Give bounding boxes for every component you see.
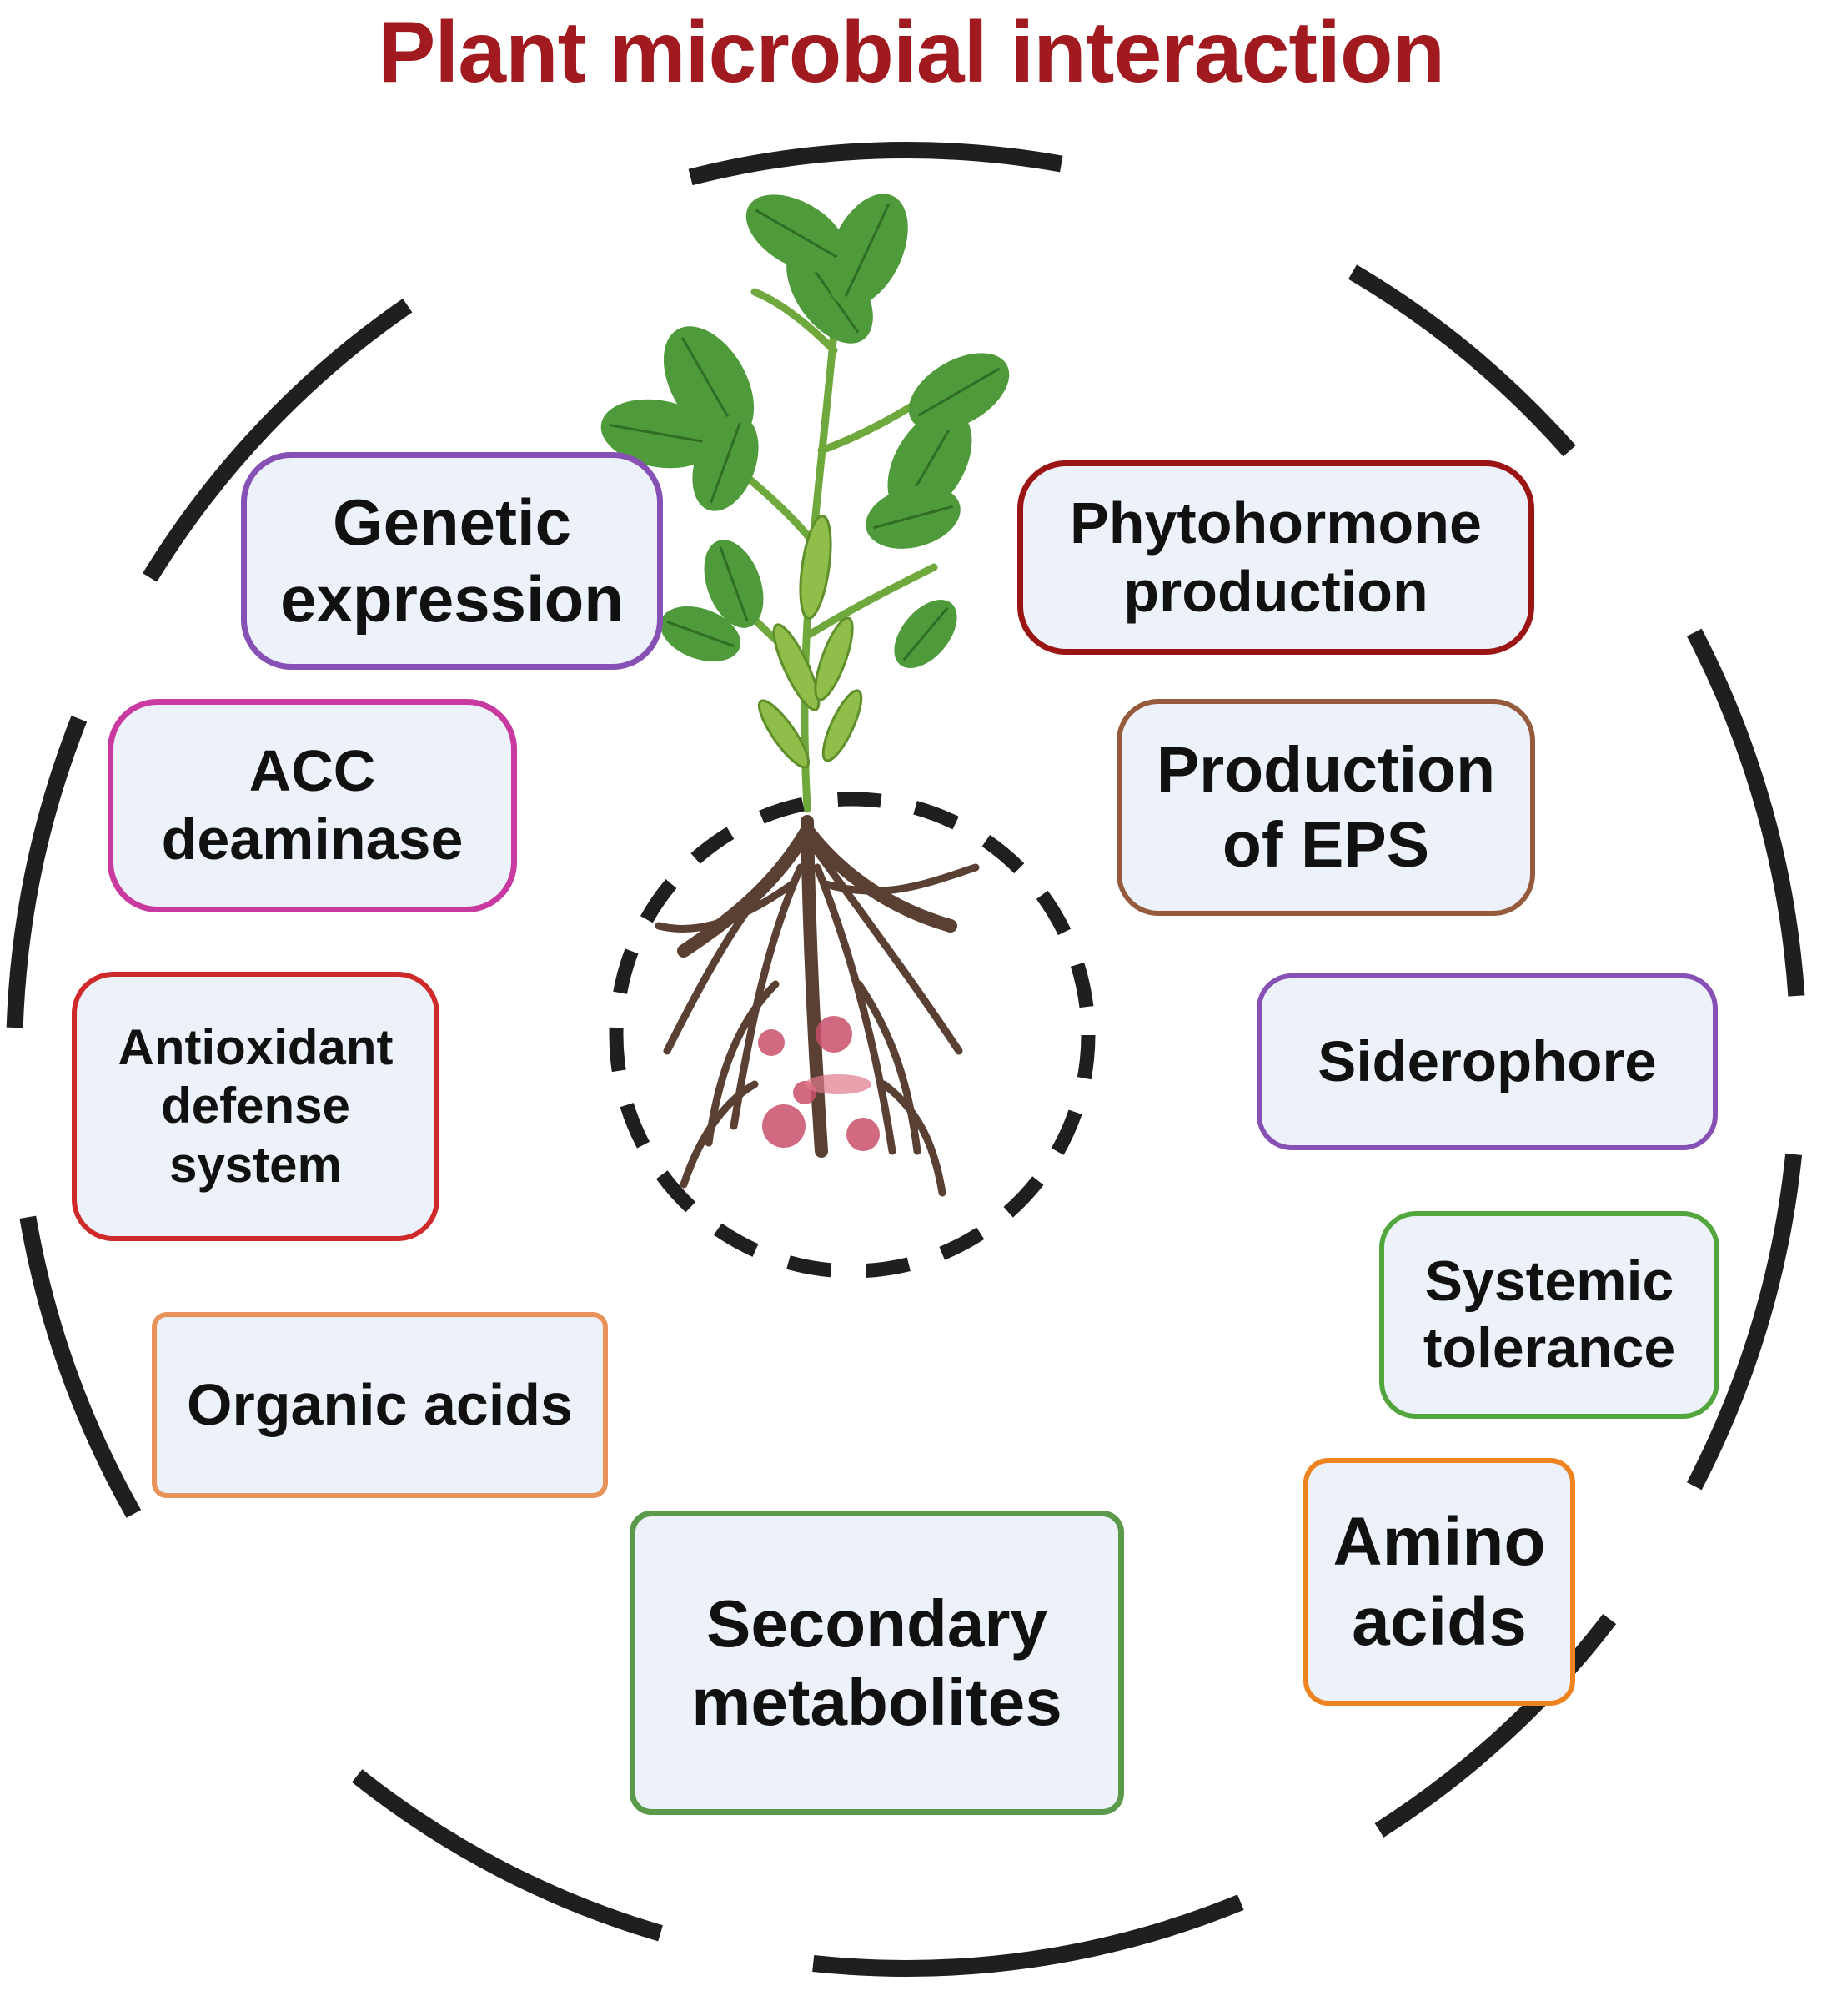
box-production-of-eps: Production of EPS — [1117, 699, 1535, 916]
plant-stem — [806, 563, 938, 638]
leaf-vein — [680, 337, 737, 430]
microbe-nodule — [758, 1029, 785, 1056]
ring-segment — [351, 1769, 663, 1942]
root — [813, 863, 896, 1155]
microbe-rod — [805, 1074, 871, 1094]
microbe-nodule — [816, 1016, 852, 1053]
diagram-title: Plant microbial interaction — [377, 4, 1445, 101]
box-amino-acids: Amino acids — [1303, 1458, 1575, 1706]
root — [655, 880, 796, 933]
root — [821, 863, 980, 895]
box-label: Siderophore — [1318, 1028, 1657, 1093]
microbe-nodule — [762, 1104, 806, 1148]
seed-pod — [757, 699, 811, 769]
ring-segment — [1686, 1153, 1803, 1491]
leaf-vein — [666, 621, 735, 647]
seed-pod — [821, 689, 863, 762]
box-secondary-metabolites: Secondary metabolites — [630, 1511, 1124, 1815]
leaf-vein — [710, 422, 741, 504]
plant-stem — [750, 288, 838, 354]
box-acc-deaminase: ACC deaminase — [108, 699, 517, 912]
leaf-vein — [610, 424, 708, 444]
root — [680, 1080, 759, 1189]
box-label: Secondary metabolites — [691, 1586, 1062, 1739]
box-label: Amino acids — [1333, 1503, 1546, 1660]
ring-segment — [19, 1215, 142, 1518]
ring-segment — [6, 716, 88, 1028]
seed-pod — [814, 616, 854, 701]
box-siderophore: Siderophore — [1257, 973, 1718, 1150]
root — [663, 838, 810, 1055]
root-zone-dashed-circle — [609, 792, 1096, 1279]
root — [801, 823, 957, 933]
root — [806, 838, 963, 1055]
ring-segment — [1374, 1614, 1617, 1838]
box-label: Production of EPS — [1156, 733, 1496, 881]
microbe-nodule — [846, 1118, 880, 1151]
box-label: ACC deaminase — [161, 738, 464, 872]
leaf-vein — [902, 606, 949, 661]
root — [801, 815, 828, 1158]
leaf-vein — [719, 546, 749, 621]
ring-segment — [1686, 628, 1805, 997]
root — [855, 980, 921, 1155]
plant-icon — [600, 194, 1010, 1197]
box-label: Organic acids — [187, 1371, 573, 1437]
leaf-vein — [844, 203, 891, 298]
box-genetic-expression: Genetic expression — [241, 452, 663, 670]
ring-segment — [1348, 264, 1576, 457]
leaf-vein — [755, 209, 838, 259]
seed-pod — [799, 515, 832, 620]
box-label: Genetic expression — [280, 485, 624, 636]
root — [730, 863, 805, 1130]
box-phytohormone-production: Phytohormone production — [1017, 460, 1534, 655]
ring-segment — [143, 299, 413, 582]
box-antioxidant-defense-system: Antioxidant defense system — [72, 972, 439, 1241]
box-label: Antioxidant defense system — [118, 1019, 394, 1193]
box-systemic-tolerance: Systemic tolerance — [1379, 1211, 1719, 1419]
box-organic-acids: Organic acids — [152, 1312, 608, 1498]
leaf-vein — [872, 505, 954, 530]
ring-segment — [688, 142, 1063, 186]
seed-pod — [772, 623, 821, 711]
outer-dashed-ring — [6, 142, 1805, 1977]
ring-segment — [812, 1894, 1244, 1977]
leaf-vein — [917, 367, 1001, 417]
box-label: Phytohormone production — [1070, 490, 1482, 624]
root — [880, 1080, 946, 1197]
box-label: Systemic tolerance — [1423, 1249, 1676, 1380]
